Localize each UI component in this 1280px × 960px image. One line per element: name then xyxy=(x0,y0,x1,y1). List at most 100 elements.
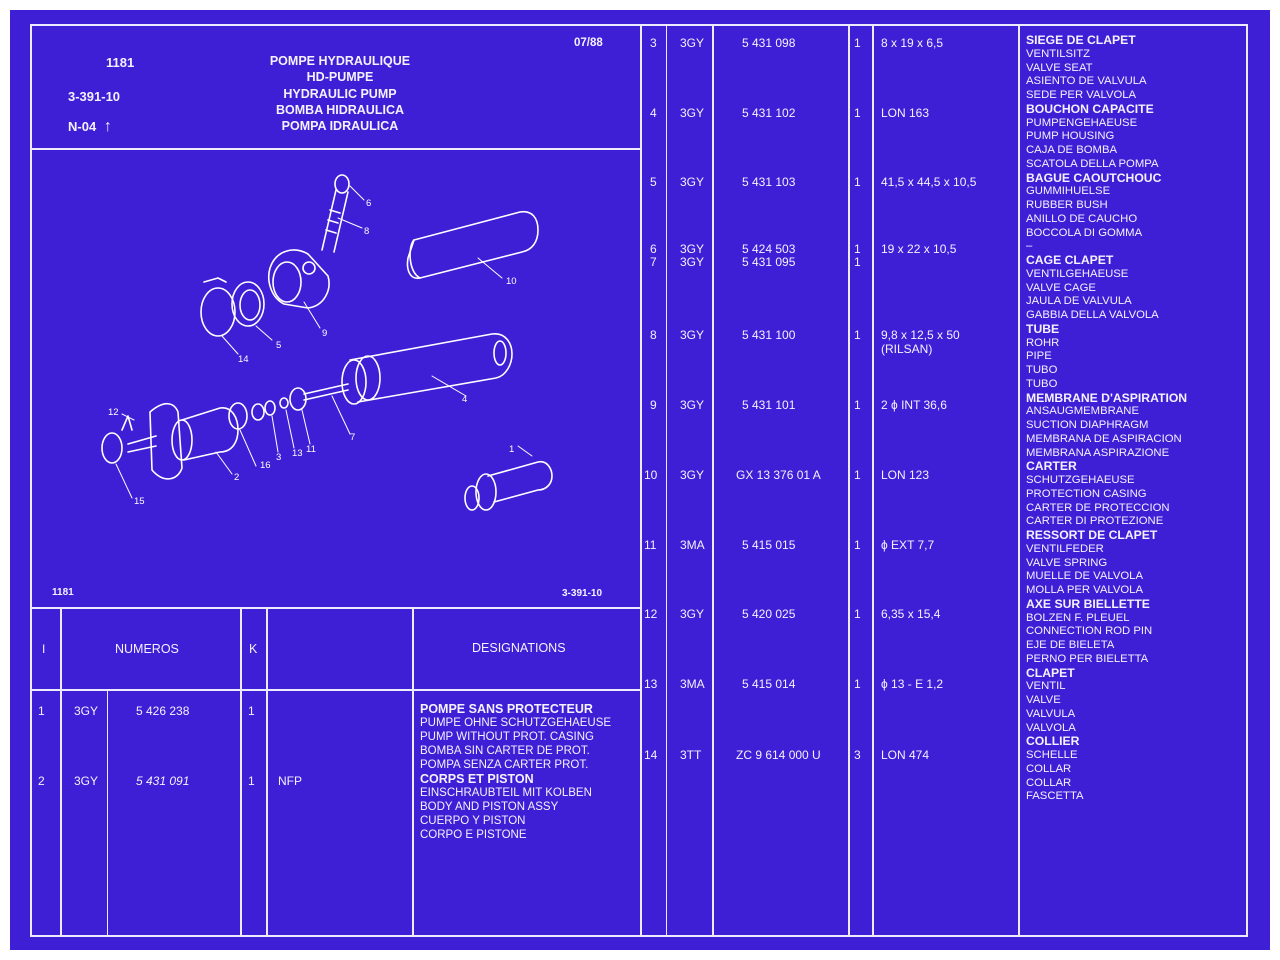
row-spec: 6,35 x 15,4 xyxy=(881,607,941,621)
row-number: 5 431 098 xyxy=(742,36,796,50)
variant-label: N-04 xyxy=(68,119,97,134)
row-code: 3GY xyxy=(680,255,705,269)
callout: 12 xyxy=(108,407,119,418)
row-code: 3GY xyxy=(680,468,705,482)
frame-line xyxy=(30,24,1248,26)
frame-line xyxy=(30,935,1248,937)
part-2-body xyxy=(127,402,239,480)
designation-line: FASCETTA xyxy=(1026,790,1084,803)
designation-heading: COLLIER xyxy=(1026,734,1080,749)
row-code: 3GY xyxy=(680,175,705,189)
row-number: 5 424 503 xyxy=(742,242,796,256)
row-number: 5 426 238 xyxy=(136,704,190,718)
designation-line: VALVE SEAT xyxy=(1026,61,1093,74)
callout: 5 xyxy=(276,340,281,351)
designation-line: VENTILFEDER xyxy=(1026,542,1104,555)
designation-heading: CAGE CLAPET xyxy=(1026,253,1114,267)
part-9-housing xyxy=(268,249,330,309)
designation-line: TUBO xyxy=(1026,377,1058,390)
designation-line: VALVE SPRING xyxy=(1026,556,1108,569)
col-header-item: I xyxy=(42,642,46,656)
row-item: 3 xyxy=(650,36,657,50)
row-number: 5 431 101 xyxy=(742,398,796,412)
row-item: 5 xyxy=(650,175,657,189)
drawing-code-right: 3-391-10 xyxy=(562,588,603,599)
part-5-ring-inner xyxy=(239,289,261,321)
row-code: 3GY xyxy=(74,704,99,718)
designation-line: CARTER DE PROTECCION xyxy=(1026,501,1170,514)
callout: 4 xyxy=(462,394,467,405)
designation-line: SCHUTZGEHAEUSE xyxy=(1026,474,1135,486)
callout: 2 xyxy=(234,472,239,483)
callout: 3 xyxy=(276,452,281,463)
callout: 9 xyxy=(322,328,327,339)
row-qty: 1 xyxy=(248,704,255,718)
designation-line: GUMMIHUELSE xyxy=(1026,185,1111,198)
designation-line: PIPE xyxy=(1026,350,1052,363)
row-spec: 9,8 x 12,5 x 50 xyxy=(881,328,960,342)
frame-line xyxy=(872,24,874,937)
designation-line: ASIENTO DE VALVULA xyxy=(1026,75,1147,88)
designation-heading: CARTER xyxy=(1026,459,1077,474)
frame-line xyxy=(107,689,108,937)
designation-line: SEDE PER VALVOLA xyxy=(1026,89,1137,101)
row-code: 3GY xyxy=(680,242,705,256)
callout: 11 xyxy=(306,444,316,455)
designation-line: BOCCOLA DI GOMMA xyxy=(1026,226,1143,239)
row-spec: 8 x 19 x 6,5 xyxy=(881,36,944,50)
row-number: 5 415 015 xyxy=(742,538,796,552)
row-qty: 1 xyxy=(854,607,861,621)
row-item: 8 xyxy=(650,328,657,342)
part-4-tube xyxy=(341,333,513,405)
callout: 7 xyxy=(350,432,355,443)
designation-line: PUMP HOUSING xyxy=(1026,130,1115,143)
row-number: 5 431 103 xyxy=(742,175,796,189)
row-code: 3GY xyxy=(680,106,705,120)
row-spec-material: (RILSAN) xyxy=(881,342,933,356)
row-item: 7 xyxy=(650,255,657,269)
designation-line: TUBO xyxy=(1026,364,1058,376)
row-qty: 1 xyxy=(854,106,861,120)
designation-line: VENTILSITZ xyxy=(1026,47,1091,60)
designation-line: EJE DE BIELETA xyxy=(1026,639,1115,651)
row-item: 2 xyxy=(38,774,45,788)
designation-line: RUBBER BUSH xyxy=(1026,199,1108,211)
callout: 15 xyxy=(134,496,145,507)
row-number: 5 431 095 xyxy=(742,255,796,269)
group-code: 1181 xyxy=(106,55,135,70)
designation-line: SCHELLE xyxy=(1026,749,1078,761)
row-spec: LON 474 xyxy=(881,748,930,762)
row-code: 3GY xyxy=(74,774,99,788)
row-code: 3GY xyxy=(680,328,705,342)
title-line: POMPE HYDRAULIQUE xyxy=(269,54,411,68)
row-number: 5 420 025 xyxy=(742,607,796,621)
callout: 8 xyxy=(364,226,369,237)
designation-line: SUCTION DIAPHRAGM xyxy=(1026,419,1149,431)
row-spec: 19 x 22 x 10,5 xyxy=(881,242,957,256)
frame-line xyxy=(640,24,642,937)
row-item: 12 xyxy=(644,607,658,621)
designation-line: SCATOLA DELLA POMPA xyxy=(1026,157,1159,170)
designation-line: VALVE xyxy=(1026,694,1061,706)
frame-line xyxy=(712,24,714,937)
designation-heading: BOUCHON CAPACITE xyxy=(1026,101,1154,116)
designation-line: – xyxy=(1026,240,1033,253)
callout: 10 xyxy=(506,276,517,287)
designation-line: VENTIL xyxy=(1026,680,1066,693)
frame-line xyxy=(666,24,667,937)
designation-line: CARTER DI PROTEZIONE xyxy=(1026,515,1164,528)
col-header-designations: DESIGNATIONS xyxy=(472,641,566,655)
designation-line: COLLAR xyxy=(1026,762,1072,775)
row-number: 5 431 100 xyxy=(742,328,796,342)
row-item: 13 xyxy=(644,677,658,691)
row-qty: 1 xyxy=(854,242,861,256)
row-number: ZC 9 614 000 U xyxy=(736,748,821,762)
frame-line xyxy=(412,607,414,937)
designation-line: CAJA DE BOMBA xyxy=(1026,144,1118,156)
frame-line xyxy=(240,607,242,937)
designation-heading: BAGUE CAOUTCHOUC xyxy=(1026,170,1162,185)
row-code: 3GY xyxy=(680,36,705,50)
designation-line: PERNO PER BIELETTA xyxy=(1026,652,1149,665)
row-qty: 1 xyxy=(854,538,861,552)
row-code: 3MA xyxy=(680,538,705,552)
